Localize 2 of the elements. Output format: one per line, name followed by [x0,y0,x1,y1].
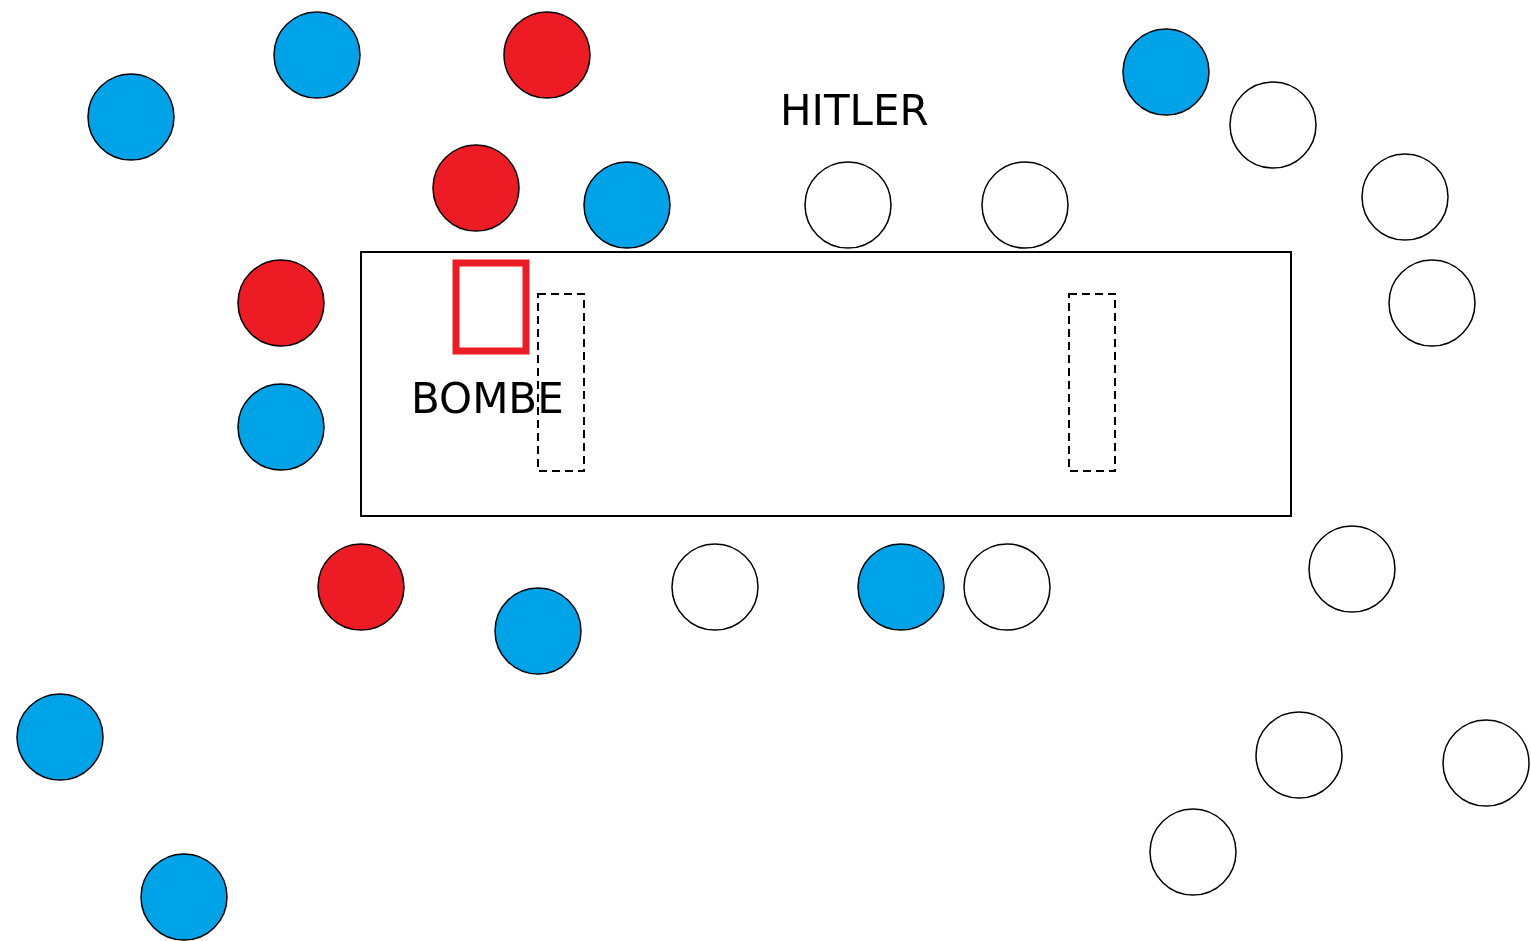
label-text: HITLER [780,90,929,132]
label-text: BOMBE [411,378,564,420]
